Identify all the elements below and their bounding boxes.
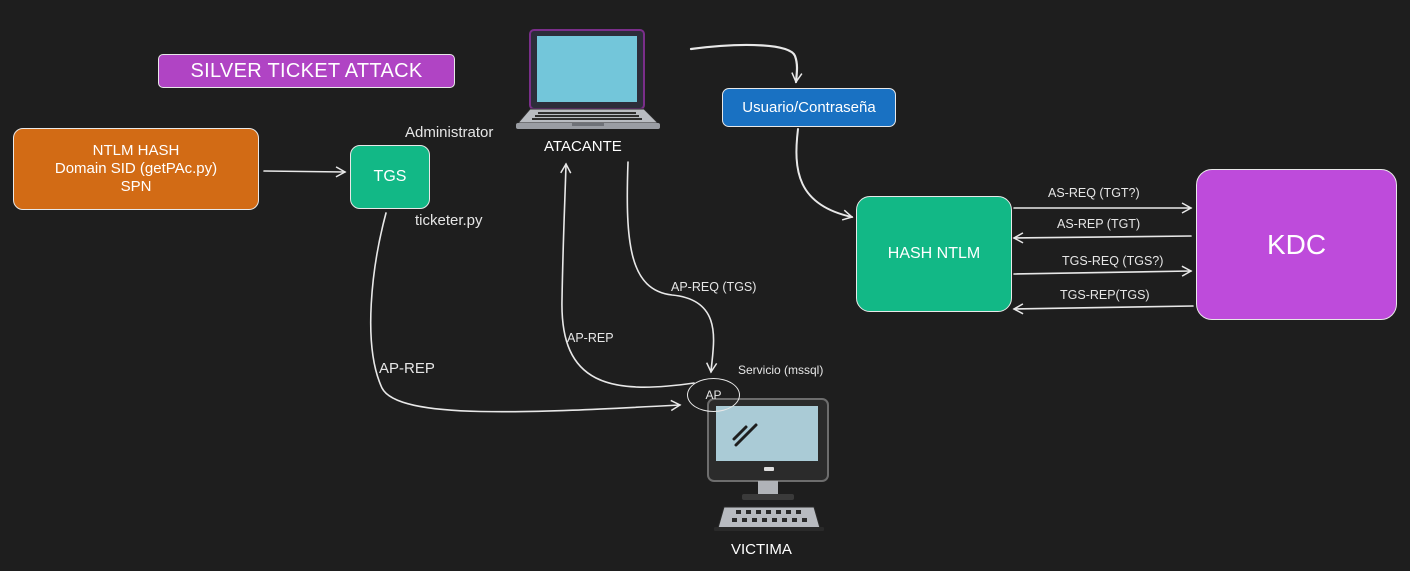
service-label: Servicio (mssql)	[738, 363, 824, 377]
diagram-title: SILVER TICKET ATTACK	[158, 54, 455, 88]
arrow-tgs-to-ap	[369, 212, 682, 413]
edge-label-as-req: AS-REQ (TGT?)	[1048, 186, 1140, 200]
arrow-attacker-to-ap	[626, 161, 718, 374]
arrow-ntlm-to-tgs	[263, 166, 347, 178]
tgs-bottom-label: ticketer.py	[415, 212, 483, 229]
ap-node: AP	[687, 378, 740, 412]
attacker-label: ATACANTE	[544, 138, 622, 155]
arrow-ap-to-attacker	[560, 162, 695, 388]
ntlm-line-1: NTLM HASH	[92, 142, 180, 159]
hash-ntlm-box: HASH NTLM	[856, 196, 1012, 312]
kdc-box: KDC	[1196, 169, 1397, 320]
edge-label-ap-rep-tgs: AP-REP	[379, 360, 435, 377]
arrow-as-rep	[1012, 232, 1192, 244]
tgs-top-label: Administrator	[405, 124, 494, 141]
edge-label-tgs-rep: TGS-REP(TGS)	[1060, 288, 1150, 302]
edge-label-tgs-req: TGS-REQ (TGS?)	[1062, 254, 1164, 268]
arrow-tgs-rep	[1012, 303, 1194, 315]
edge-label-ap-req: AP-REQ (TGS)	[671, 280, 757, 294]
arrow-attacker-to-credentials	[689, 43, 803, 84]
ntlm-hash-box: NTLM HASH Domain SID (getPAc.py) SPN	[13, 128, 259, 210]
victim-label: VICTIMA	[731, 541, 792, 558]
tgs-box: TGS	[350, 145, 430, 209]
laptop-icon	[516, 29, 660, 129]
credentials-box: Usuario/Contraseña	[722, 88, 896, 127]
desktop-computer-icon	[707, 398, 829, 531]
edge-label-as-rep: AS-REP (TGT)	[1057, 217, 1141, 231]
arrow-credentials-to-hash	[795, 128, 854, 221]
edge-label-ap-rep-attacker: AP-REP	[567, 331, 614, 345]
arrow-tgs-req	[1013, 265, 1193, 277]
ntlm-line-2: Domain SID (getPAc.py)	[54, 160, 218, 177]
ntlm-line-3: SPN	[120, 178, 152, 195]
